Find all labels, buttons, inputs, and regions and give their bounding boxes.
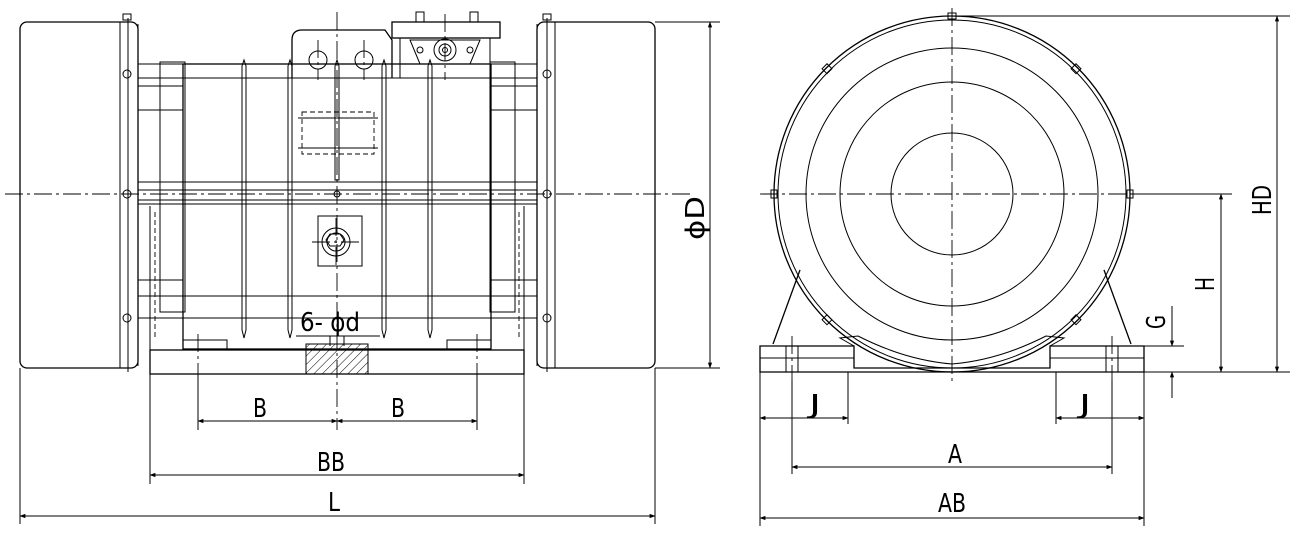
dim-label-hole: 6- ϕd [300,308,360,338]
front-view: J J A AB G H HD [759,8,1290,526]
left-weight-cover [19,13,139,372]
lifting-lug [291,29,393,155]
dim-label-b-right: B [391,394,405,424]
dim-label-j-right: J [1076,390,1091,420]
dim-label-bb: BB [317,448,345,478]
dim-label-hd: HD [1248,185,1278,215]
dim-label-a: A [948,440,962,470]
side-view: B B BB L 6- ϕd ϕD [5,11,720,524]
terminal-box [391,11,501,80]
right-weight-cover [536,13,656,372]
front-base [759,269,1145,380]
dim-label-b-left: B [253,394,267,424]
dim-label-l: L [328,488,340,518]
motor-body [137,61,538,350]
cooling-fins [241,58,433,339]
dim-label-ab: AB [938,489,966,519]
drain-plug [312,215,363,267]
dim-label-h: H [1191,277,1221,291]
dim-label-g: G [1142,315,1172,329]
dim-label-diameter: ϕD [681,196,711,240]
dim-label-j-left: J [806,390,821,420]
